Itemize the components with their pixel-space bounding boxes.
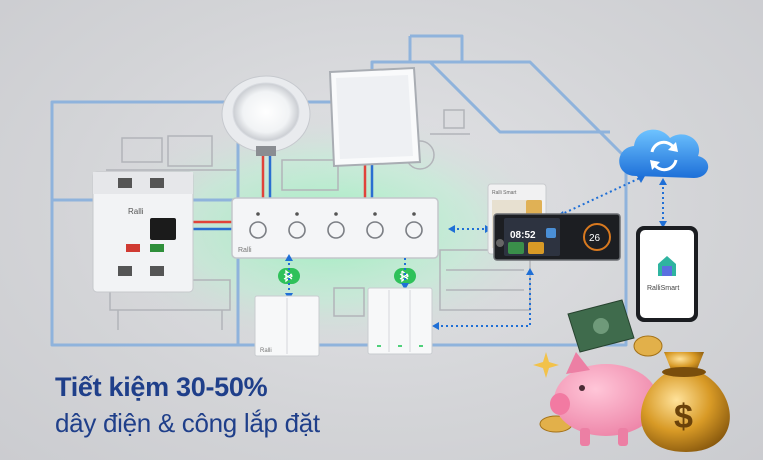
sparkle-icon	[533, 352, 559, 378]
wall-switch-two-gang: Ralli	[254, 295, 320, 357]
app-name: RalliSmart	[647, 285, 679, 292]
bluetooth-icon	[394, 268, 416, 284]
small-panel-brand: Ralli Smart	[492, 190, 517, 196]
cloud-sync-icon	[619, 129, 709, 178]
furniture-sketch	[106, 109, 531, 330]
subheadline: dây điện & công lắp đặt	[55, 408, 320, 438]
breaker-brand: Ralli	[128, 207, 144, 216]
wires	[190, 148, 374, 231]
panel-light	[328, 66, 422, 168]
thermostat-temperature: 26	[589, 233, 601, 244]
headline: Tiết kiệm 30-50%	[55, 372, 268, 402]
piggy-bank	[550, 352, 658, 446]
smart-touch-panel: 08:52 26	[493, 213, 621, 261]
relay-controller: Ralli	[231, 197, 439, 259]
phone-app: RalliSmart	[636, 226, 698, 322]
relay-brand: Ralli	[238, 247, 252, 254]
connection-links	[288, 177, 664, 327]
screen-clock: 08:52	[510, 230, 536, 241]
svg-text:$: $	[674, 398, 693, 436]
switch-brand: Ralli	[260, 348, 272, 354]
money-bag: $	[640, 352, 730, 452]
cash-bill	[567, 299, 635, 353]
wall-switch-three-gang	[367, 287, 433, 355]
circuit-breaker: Ralli	[92, 171, 194, 293]
bluetooth-icon	[278, 268, 300, 284]
downlight-lamp	[221, 75, 311, 156]
smart-home-icon	[658, 256, 676, 276]
